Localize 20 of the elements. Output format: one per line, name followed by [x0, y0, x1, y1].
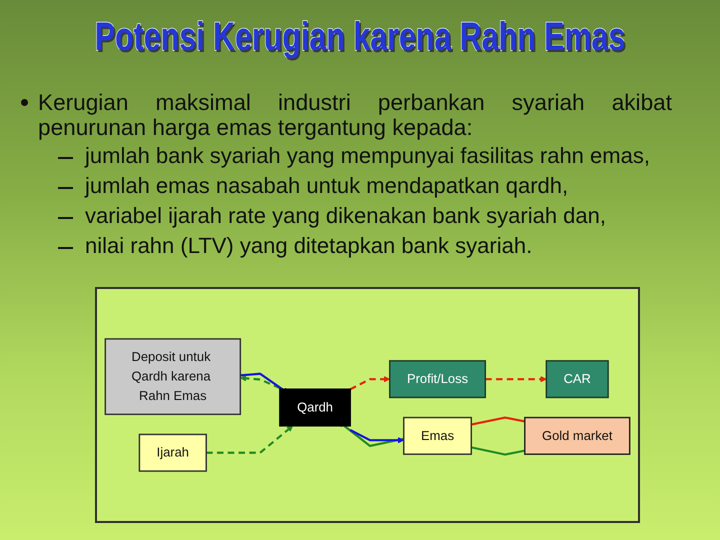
arrow	[206, 426, 294, 454]
connector	[471, 416, 525, 426]
node-box	[138, 434, 207, 472]
bullet-text: jumlah emas nasabah untuk mendapatkan qardh,	[85, 173, 570, 199]
connector	[471, 446, 526, 456]
arrow	[350, 376, 390, 390]
bullet-text: Kerugian maksimal industri perbankan syariah akibat penurunan harga emas tergantung kepada:	[38, 90, 672, 140]
node-box	[546, 360, 609, 398]
arrow	[485, 376, 547, 382]
node-box	[403, 416, 472, 455]
bullet-text: variabel ijarah rate yang dikenakan bank syariah dan,	[85, 203, 607, 229]
node-box	[524, 416, 630, 455]
bullet-text: jumlah bank syariah yang mempunyai fasilitas rahn emas,	[85, 143, 651, 169]
node-box	[389, 360, 486, 398]
node-box	[104, 338, 242, 416]
node-box	[279, 388, 351, 427]
arrow	[350, 429, 404, 444]
title: Potensi Kerugian karena Rahn Emas	[94, 14, 626, 61]
bullet-text: nilai rahn (LTV) yang ditetapkan bank syariah.	[85, 233, 534, 259]
arrow	[240, 375, 280, 389]
